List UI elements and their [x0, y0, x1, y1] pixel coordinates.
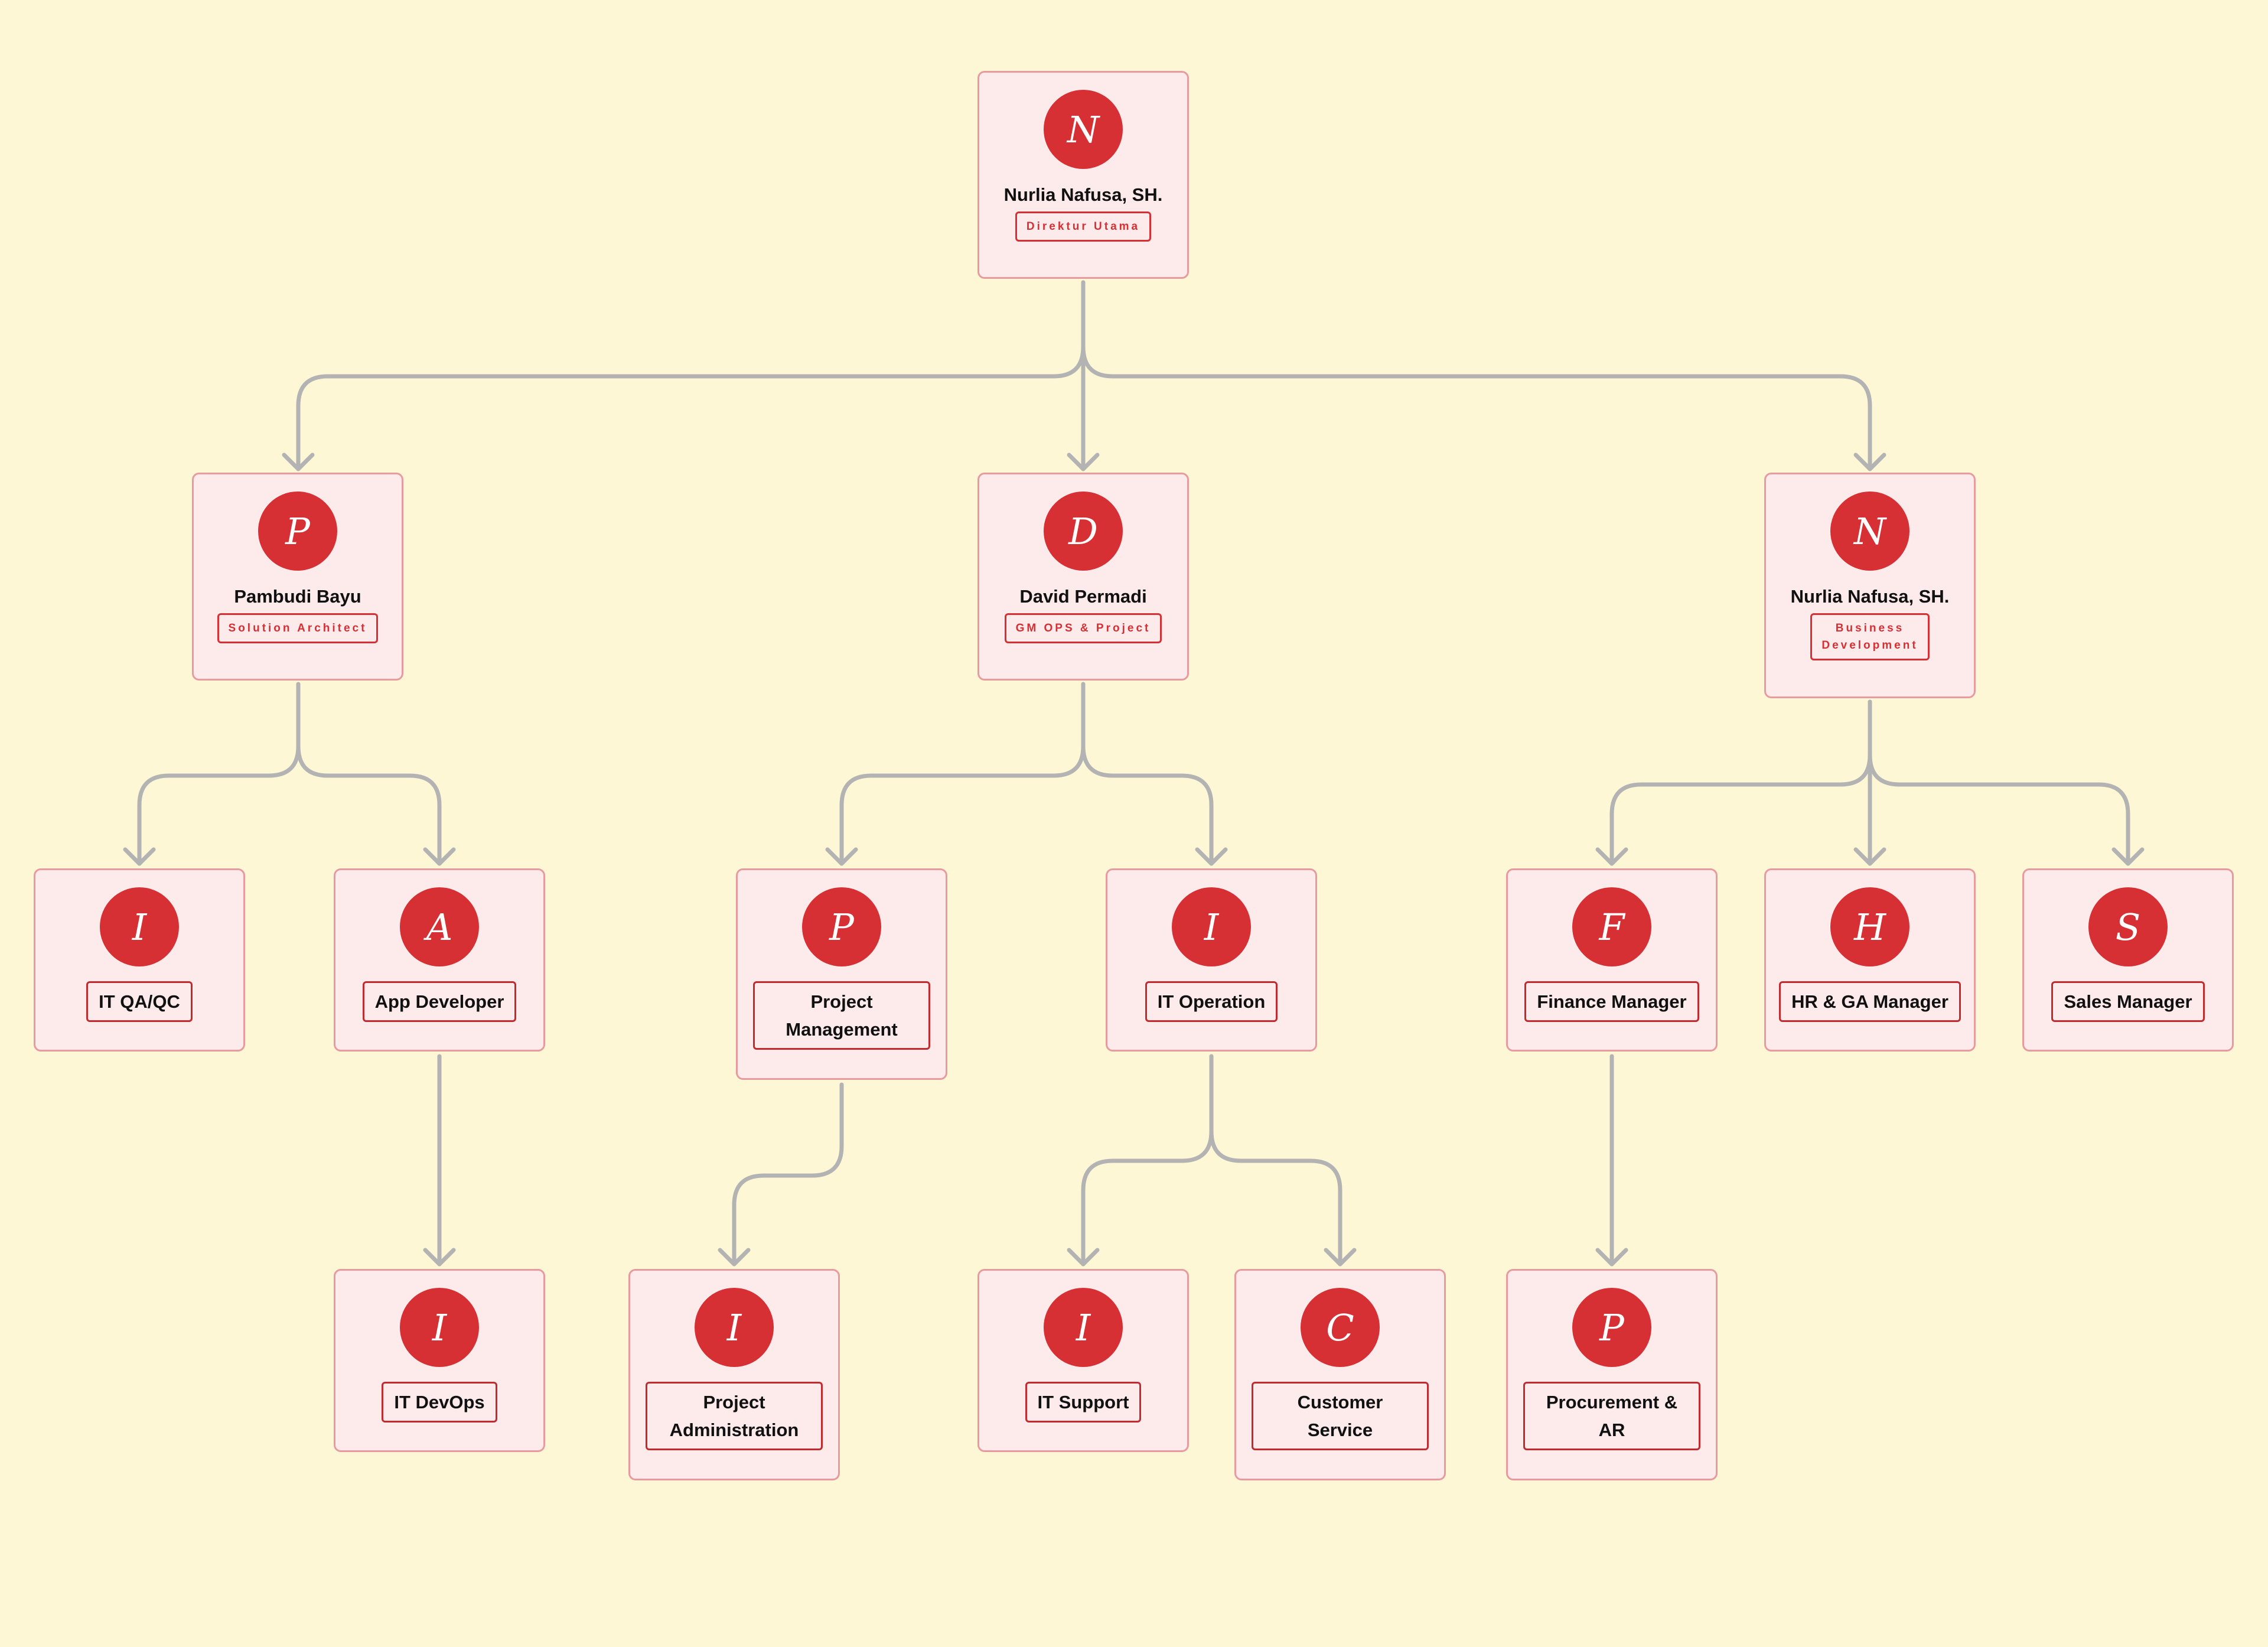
role-label: IT DevOps: [382, 1382, 497, 1423]
avatar: I: [1172, 887, 1251, 966]
card-finance-manager[interactable]: F Finance Manager: [1506, 868, 1718, 1052]
arrow-head: [1853, 847, 1886, 866]
card-director[interactable]: N Nurlia Nafusa, SH. Direktur Utama: [977, 71, 1189, 279]
avatar: H: [1830, 887, 1909, 966]
role-label: App Developer: [362, 981, 517, 1022]
card-procurement-ar[interactable]: P Procurement & AR: [1506, 1269, 1718, 1480]
connector-line: [732, 1082, 844, 1267]
arrow-head: [1324, 1248, 1357, 1267]
role-label: IT Support: [1025, 1382, 1142, 1423]
arrow-head: [1195, 847, 1228, 866]
avatar: P: [1572, 1288, 1651, 1367]
role-badge: Solution Architect: [217, 613, 379, 643]
role-label: Sales Manager: [2051, 981, 2205, 1022]
card-it-support[interactable]: I IT Support: [977, 1269, 1189, 1452]
person-name: Nurlia Nafusa, SH.: [1003, 184, 1163, 205]
avatar: C: [1301, 1288, 1380, 1367]
connector-line: [1081, 280, 1872, 471]
role-label: Project Management: [753, 981, 930, 1050]
role-label: Procurement & AR: [1523, 1382, 1700, 1450]
avatar: A: [400, 887, 479, 966]
card-customer-service[interactable]: C Customer Service: [1234, 1269, 1446, 1480]
role-badge: Direktur Utama: [1015, 211, 1152, 242]
avatar: I: [100, 887, 179, 966]
avatar: N: [1044, 90, 1123, 169]
avatar: P: [258, 492, 337, 571]
avatar: P: [802, 887, 881, 966]
avatar: S: [2088, 887, 2168, 966]
role-label: HR & GA Manager: [1779, 981, 1961, 1022]
arrow-head: [1595, 1248, 1628, 1267]
avatar: I: [400, 1288, 479, 1367]
arrow-head: [423, 847, 456, 866]
card-project-management[interactable]: P Project Management: [736, 868, 947, 1080]
connector-line: [1209, 1054, 1342, 1267]
connector-line: [1609, 699, 1872, 866]
connector-line: [137, 682, 301, 866]
card-gm-ops[interactable]: D David Permadi GM OPS & Project: [977, 473, 1189, 681]
role-label: IT QA/QC: [86, 981, 193, 1022]
person-name: David Permadi: [1019, 586, 1147, 607]
role-label: Project Administration: [646, 1382, 823, 1450]
arrow-head: [1853, 453, 1886, 471]
connector-line: [1081, 1054, 1214, 1267]
avatar: F: [1572, 887, 1651, 966]
avatar: I: [695, 1288, 774, 1367]
connector-line: [1081, 682, 1214, 866]
connector-line: [839, 682, 1086, 866]
connector-line: [1868, 699, 2130, 866]
person-name: Nurlia Nafusa, SH.: [1790, 586, 1950, 607]
role-label: IT Operation: [1145, 981, 1278, 1022]
person-name: Pambudi Bayu: [234, 586, 361, 607]
arrow-head: [1067, 1248, 1100, 1267]
arrow-head: [1595, 847, 1628, 866]
card-it-operation[interactable]: I IT Operation: [1106, 868, 1317, 1052]
arrow-head: [123, 847, 156, 866]
card-solution-architect[interactable]: P Pambudi Bayu Solution Architect: [192, 473, 403, 681]
arrow-head: [2111, 847, 2145, 866]
arrow-head: [423, 1248, 456, 1267]
role-badge: GM OPS & Project: [1004, 613, 1162, 643]
card-hr-ga-manager[interactable]: H HR & GA Manager: [1764, 868, 1976, 1052]
avatar: N: [1830, 492, 1909, 571]
arrow-head: [718, 1248, 751, 1267]
connector-line: [296, 682, 442, 866]
card-it-qa-qc[interactable]: I IT QA/QC: [34, 868, 245, 1052]
card-business-development[interactable]: N Nurlia Nafusa, SH. Business Developmen…: [1764, 473, 1976, 698]
card-it-devops[interactable]: I IT DevOps: [334, 1269, 545, 1452]
card-app-developer[interactable]: A App Developer: [334, 868, 545, 1052]
card-sales-manager[interactable]: S Sales Manager: [2022, 868, 2234, 1052]
role-badge: Business Development: [1810, 613, 1930, 660]
arrow-head: [1067, 453, 1100, 471]
arrow-head: [282, 453, 315, 471]
card-project-administration[interactable]: I Project Administration: [628, 1269, 840, 1480]
connector-line: [296, 280, 1086, 471]
avatar: I: [1044, 1288, 1123, 1367]
arrow-head: [825, 847, 858, 866]
avatar: D: [1044, 492, 1123, 571]
role-label: Finance Manager: [1524, 981, 1699, 1022]
role-label: Customer Service: [1252, 1382, 1429, 1450]
